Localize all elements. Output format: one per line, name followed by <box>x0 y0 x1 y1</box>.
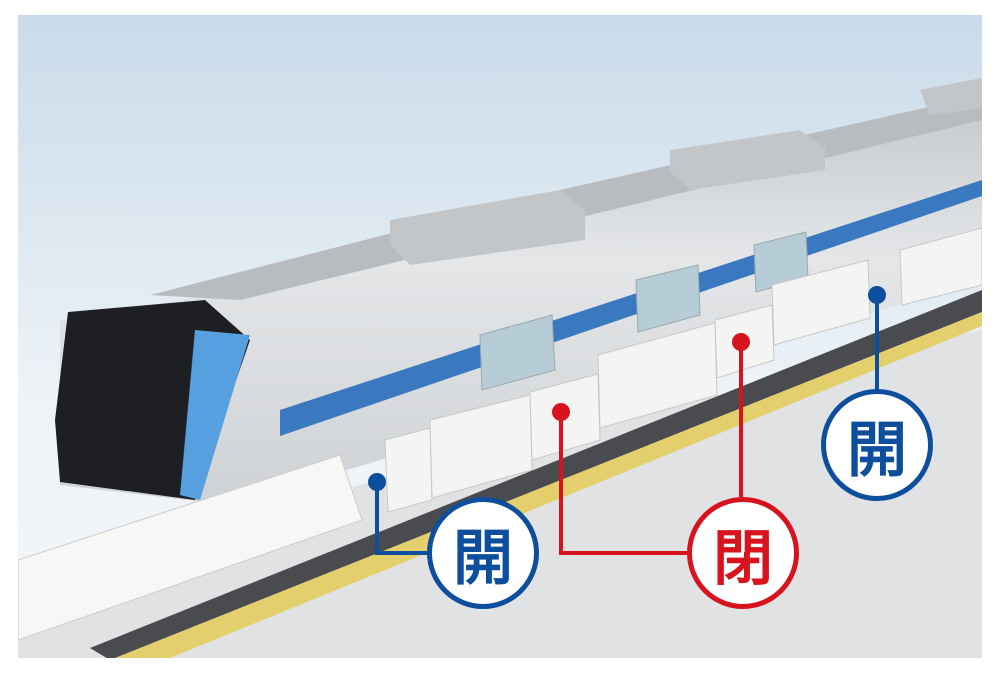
train-window <box>635 264 701 333</box>
leader-line-open-left <box>375 482 430 555</box>
callout-open-right: 開 <box>821 389 933 501</box>
roof-unit <box>920 78 982 115</box>
marker-dot <box>368 473 386 491</box>
yellow-line <box>110 312 982 662</box>
callout-open-left: 開 <box>427 497 539 609</box>
roof-unit <box>670 130 825 190</box>
marker-dot <box>732 333 750 351</box>
callout-closed: 閉 <box>687 497 799 609</box>
train-window <box>479 314 556 391</box>
marker-dot <box>868 286 886 304</box>
roof-unit <box>390 190 585 265</box>
train-body <box>60 95 982 505</box>
leader-line-closed-left <box>559 412 690 555</box>
tactile-track <box>90 290 982 660</box>
train-front-trim <box>180 330 250 500</box>
marker-dot <box>552 403 570 421</box>
